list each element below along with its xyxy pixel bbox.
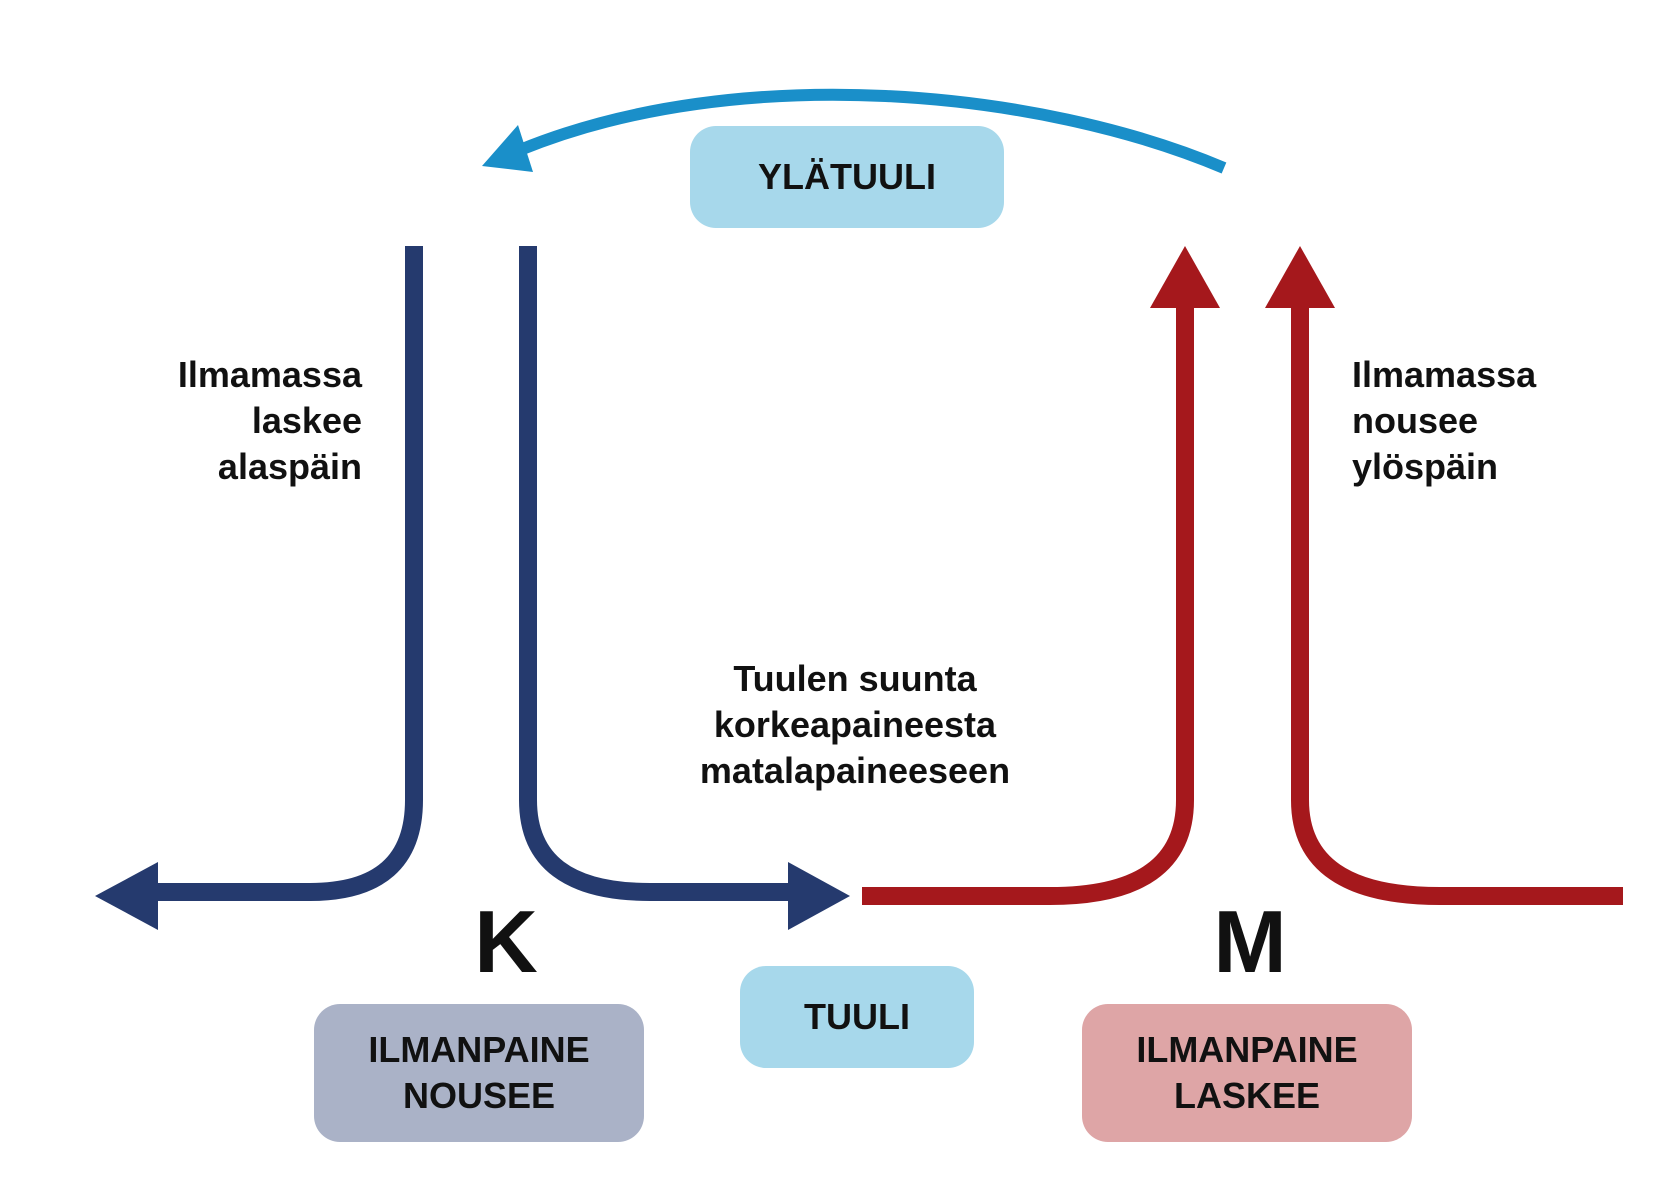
low-pressure-box-line1: ILMANPAINE <box>1136 1029 1358 1070</box>
rising-air-right-arrowhead <box>1265 246 1335 308</box>
high-pressure-box-line2: NOUSEE <box>402 1075 556 1116</box>
high-pressure-box-line1: ILMANPAINE <box>368 1029 590 1070</box>
low-pressure-box: ILMANPAINE LASKEE <box>1082 1004 1412 1142</box>
sinking-air-right-arrowhead <box>788 862 850 930</box>
sinking-air-right-arrow <box>519 246 795 901</box>
sinking-air-text-line1: Ilmamassa <box>177 354 362 395</box>
sinking-air-text-line2: laskee <box>251 400 362 441</box>
rising-air-text: Ilmamassa nousee ylöspäin <box>1352 352 1612 490</box>
upper-wind-arrowhead <box>482 125 533 172</box>
rising-air-text-line1: Ilmamassa <box>1352 354 1537 395</box>
rising-air-text-line3: ylöspäin <box>1352 446 1499 487</box>
wind-direction-line1: Tuulen suunta <box>733 658 977 699</box>
high-pressure-letter: K <box>474 892 538 991</box>
wind-direction-line3: matalapaineeseen <box>699 750 1011 791</box>
rising-air-left-arrow <box>862 300 1194 905</box>
low-pressure-box-line2: LASKEE <box>1173 1075 1321 1116</box>
rising-air-right-arrow <box>1291 300 1623 905</box>
sinking-air-text-line3: alaspäin <box>217 446 362 487</box>
upper-wind-arrow <box>517 88 1227 174</box>
rising-air-text-line2: nousee <box>1352 400 1479 441</box>
sinking-air-left-arrow <box>150 246 423 901</box>
upper-wind-box: YLÄTUULI <box>690 126 1004 228</box>
high-pressure-box: ILMANPAINE NOUSEE <box>314 1004 644 1142</box>
wind-direction-text: Tuulen suunta korkeapaineesta matalapain… <box>650 656 1060 794</box>
low-pressure-letter: M <box>1213 892 1287 991</box>
wind-box: TUULI <box>740 966 974 1068</box>
rising-air-left-arrowhead <box>1150 246 1220 308</box>
wind-direction-line2: korkeapaineesta <box>713 704 997 745</box>
sinking-air-left-arrowhead <box>95 862 158 930</box>
sinking-air-text: Ilmamassa laskee alaspäin <box>140 352 362 490</box>
wind-label: TUULI <box>804 996 910 1037</box>
upper-wind-label: YLÄTUULI <box>758 156 936 197</box>
